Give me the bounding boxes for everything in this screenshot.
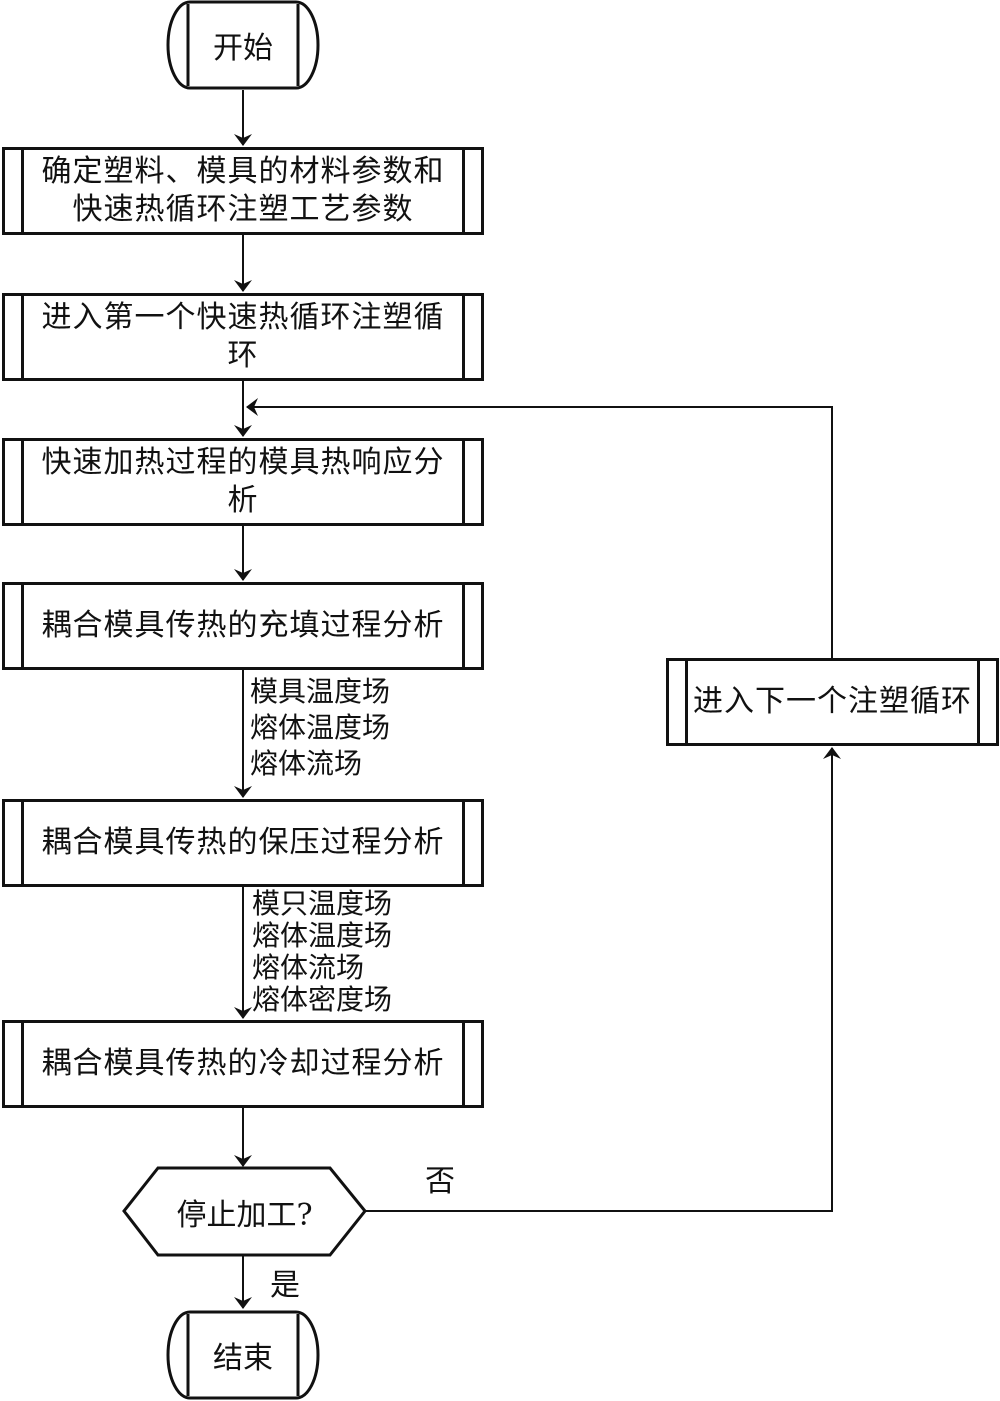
step-filling-analysis: 耦合模具传热的充填过程分析 (2, 582, 484, 670)
arrow-loop-back (246, 398, 833, 660)
step-first-cycle: 进入第一个快速热循环注塑循环 (2, 293, 484, 381)
decision-label: 停止加工? (176, 1197, 313, 1233)
step-material-parameters: 确定塑料、模具的材料参数和快速热循环注塑工艺参数 (2, 147, 484, 235)
step-heating-response: 快速加热过程的模具热响应分析 (2, 438, 484, 526)
yes-label: 是 (270, 1268, 300, 1303)
decision-shape (122, 1166, 367, 1257)
step-cooling-analysis: 耦合模具传热的冷却过程分析 (2, 1020, 484, 1108)
end-terminal: 结束 (168, 1312, 318, 1398)
no-label: 否 (425, 1164, 455, 1199)
arrow-decision-no-to-loop (365, 747, 841, 1212)
filling-outputs: 模具温度场 熔体温度场 熔体流场 (250, 675, 391, 780)
step-next-cycle: 进入下一个注塑循环 (666, 658, 999, 746)
start-terminal-shape (166, 0, 320, 90)
start-terminal: 开始 (168, 2, 318, 88)
step-packing-analysis: 耦合模具传热的保压过程分析 (2, 799, 484, 887)
end-terminal-shape (166, 1310, 320, 1400)
end-label: 结束 (213, 1341, 273, 1376)
packing-outputs: 模只温度场 熔体温度场 熔体流场 熔体密度场 (252, 887, 393, 1016)
start-label: 开始 (213, 31, 273, 66)
